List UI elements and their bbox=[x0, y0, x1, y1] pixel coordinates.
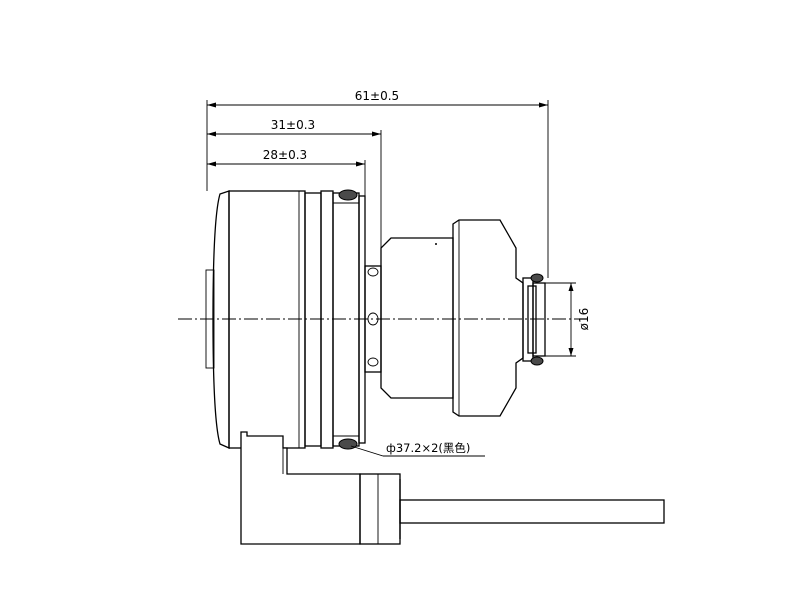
neck-hole-top bbox=[367, 267, 379, 277]
flange bbox=[304, 189, 366, 450]
neck-hole-bottom bbox=[367, 357, 379, 367]
dimension-overall bbox=[206, 100, 549, 278]
dimension-body bbox=[207, 160, 366, 196]
oring-spec-label: ф37.2×2(黑色) bbox=[386, 441, 470, 455]
shaft-oring-top bbox=[530, 273, 544, 283]
leader-oring bbox=[350, 445, 485, 457]
shaft-diameter-label: ø16 bbox=[577, 308, 591, 331]
body-length-label: 28±0.3 bbox=[263, 148, 307, 162]
shaft bbox=[522, 273, 546, 366]
dimension-shaft-diameter bbox=[545, 282, 576, 357]
cable-assembly bbox=[240, 431, 665, 545]
flange-length-label: 31±0.3 bbox=[271, 118, 315, 132]
cable bbox=[399, 499, 665, 524]
main-body bbox=[205, 190, 306, 450]
shaft-oring-bottom bbox=[530, 356, 544, 366]
neck-hole-middle bbox=[367, 312, 379, 326]
front-housing bbox=[380, 219, 524, 417]
oring-top bbox=[338, 189, 358, 201]
dimension-flange bbox=[207, 130, 382, 248]
overall-length-label: 61±0.5 bbox=[355, 89, 399, 103]
